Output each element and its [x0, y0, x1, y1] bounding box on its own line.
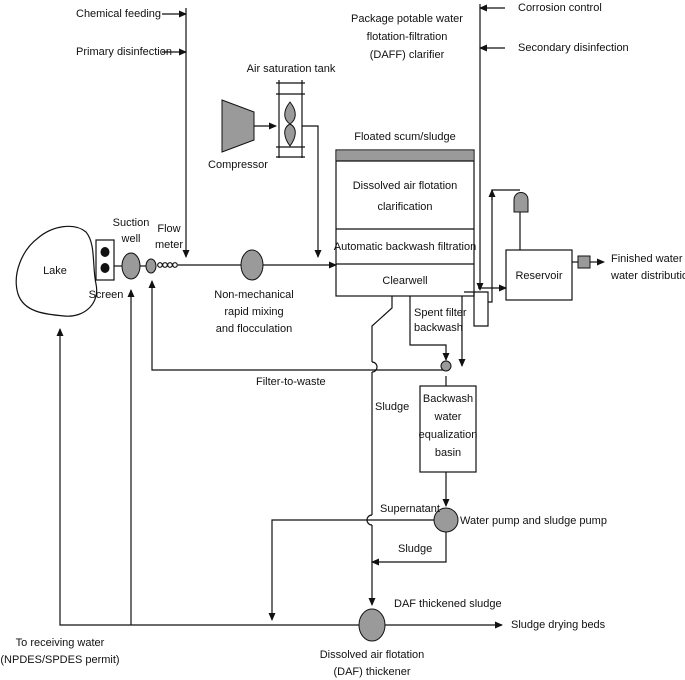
receiving-water-line2: (NPDES/SPDES permit) — [0, 654, 119, 666]
clearwell-label: Clearwell — [382, 275, 427, 287]
waste-valve-icon — [440, 360, 452, 372]
air-saturation-tank-label: Air saturation tank — [247, 63, 336, 75]
distribution-pump-icon — [577, 255, 591, 269]
backwash-pump-icon — [513, 192, 529, 213]
daff-clarifier-tank — [335, 149, 475, 297]
clearwell-outlet-box — [464, 291, 489, 327]
backwash-basin-line4: basin — [435, 447, 461, 459]
backwash-supply-line — [488, 189, 520, 303]
reservoir-tank — [505, 249, 573, 301]
corrosion-control-label: Corrosion control — [518, 2, 602, 14]
daf-thickened-sludge-label: DAF thickened sludge — [394, 598, 502, 610]
finished-water-line1: Finished water to — [611, 253, 685, 265]
receiving-water-line — [56, 328, 359, 626]
pump-sludge-line — [371, 532, 447, 566]
sludge-line — [371, 296, 393, 362]
spent-filter-line1: Spent filter — [414, 307, 467, 319]
finished-water-line2: water distribution — [610, 270, 685, 282]
thickener-line2: (DAF) thickener — [333, 666, 410, 678]
air-saturation-tank-icon — [276, 80, 305, 158]
suction-well-line1: Suction — [113, 217, 150, 229]
backwash-basin-line3: equalization — [419, 429, 478, 441]
flow-meter-icon — [157, 262, 178, 268]
daf-clarification-line1: Dissolved air flotation — [353, 180, 458, 192]
floated-scum-label: Floated scum/sludge — [354, 131, 456, 143]
rapid-mixing-icon — [240, 249, 264, 281]
thickener-line1: Dissolved air flotation — [320, 649, 425, 661]
screen-dot-bottom — [100, 263, 110, 273]
compressor-icon — [221, 99, 255, 153]
spent-filter-line2: backwash — [414, 322, 463, 334]
suction-well-icon — [121, 252, 141, 280]
rapid-mixing-line3: and flocculation — [216, 323, 292, 335]
sludge-drying-beds-label: Sludge drying beds — [511, 619, 606, 631]
supernatant-label: Supernatant — [380, 503, 440, 515]
backwash-basin-line2: water — [434, 411, 462, 423]
daf-thickener-icon — [358, 608, 386, 642]
chemical-feeding-label: Chemical feeding — [76, 8, 161, 20]
sludge-label-lower: Sludge — [398, 543, 432, 555]
auto-backwash-label: Automatic backwash filtration — [334, 241, 476, 253]
daf-clarification-line2: clarification — [377, 201, 432, 213]
compressor-label: Compressor — [208, 159, 268, 171]
backwash-equalization-basin — [419, 385, 477, 473]
package-title-line1: Package potable water — [351, 13, 463, 25]
supernatant-line — [268, 519, 434, 621]
intake-pump-icon — [145, 258, 157, 274]
spent-backwash-line — [409, 296, 450, 361]
sludge-label-upper: Sludge — [375, 401, 409, 413]
screen-label: Screen — [89, 289, 124, 301]
receiving-water-line1: To receiving water — [16, 637, 105, 649]
package-title-line3: (DAFF) clarifier — [370, 49, 445, 61]
lake-shape — [15, 225, 98, 317]
backwash-basin-line1: Backwash — [423, 393, 473, 405]
rapid-mixing-line1: Non-mechanical — [214, 289, 293, 301]
flow-meter-line1: Flow — [157, 223, 180, 235]
screen-dot-top — [100, 247, 110, 257]
suction-well-line2: well — [121, 233, 141, 245]
flow-meter-line2: meter — [155, 239, 183, 251]
screen-icon — [95, 239, 115, 281]
reservoir-label: Reservoir — [515, 270, 562, 282]
floated-scum-layer — [337, 151, 473, 161]
rapid-mixing-line2: rapid mixing — [224, 306, 283, 318]
filter-to-waste-label: Filter-to-waste — [256, 376, 326, 388]
water-sludge-pump-label: Water pump and sludge pump — [460, 515, 607, 527]
primary-disinfection-label: Primary disinfection — [76, 46, 172, 58]
secondary-disinfection-label: Secondary disinfection — [518, 42, 629, 54]
air-to-clarifier-line — [302, 125, 322, 258]
lake-label: Lake — [43, 265, 67, 277]
package-title-line2: flotation-filtration — [367, 31, 448, 43]
